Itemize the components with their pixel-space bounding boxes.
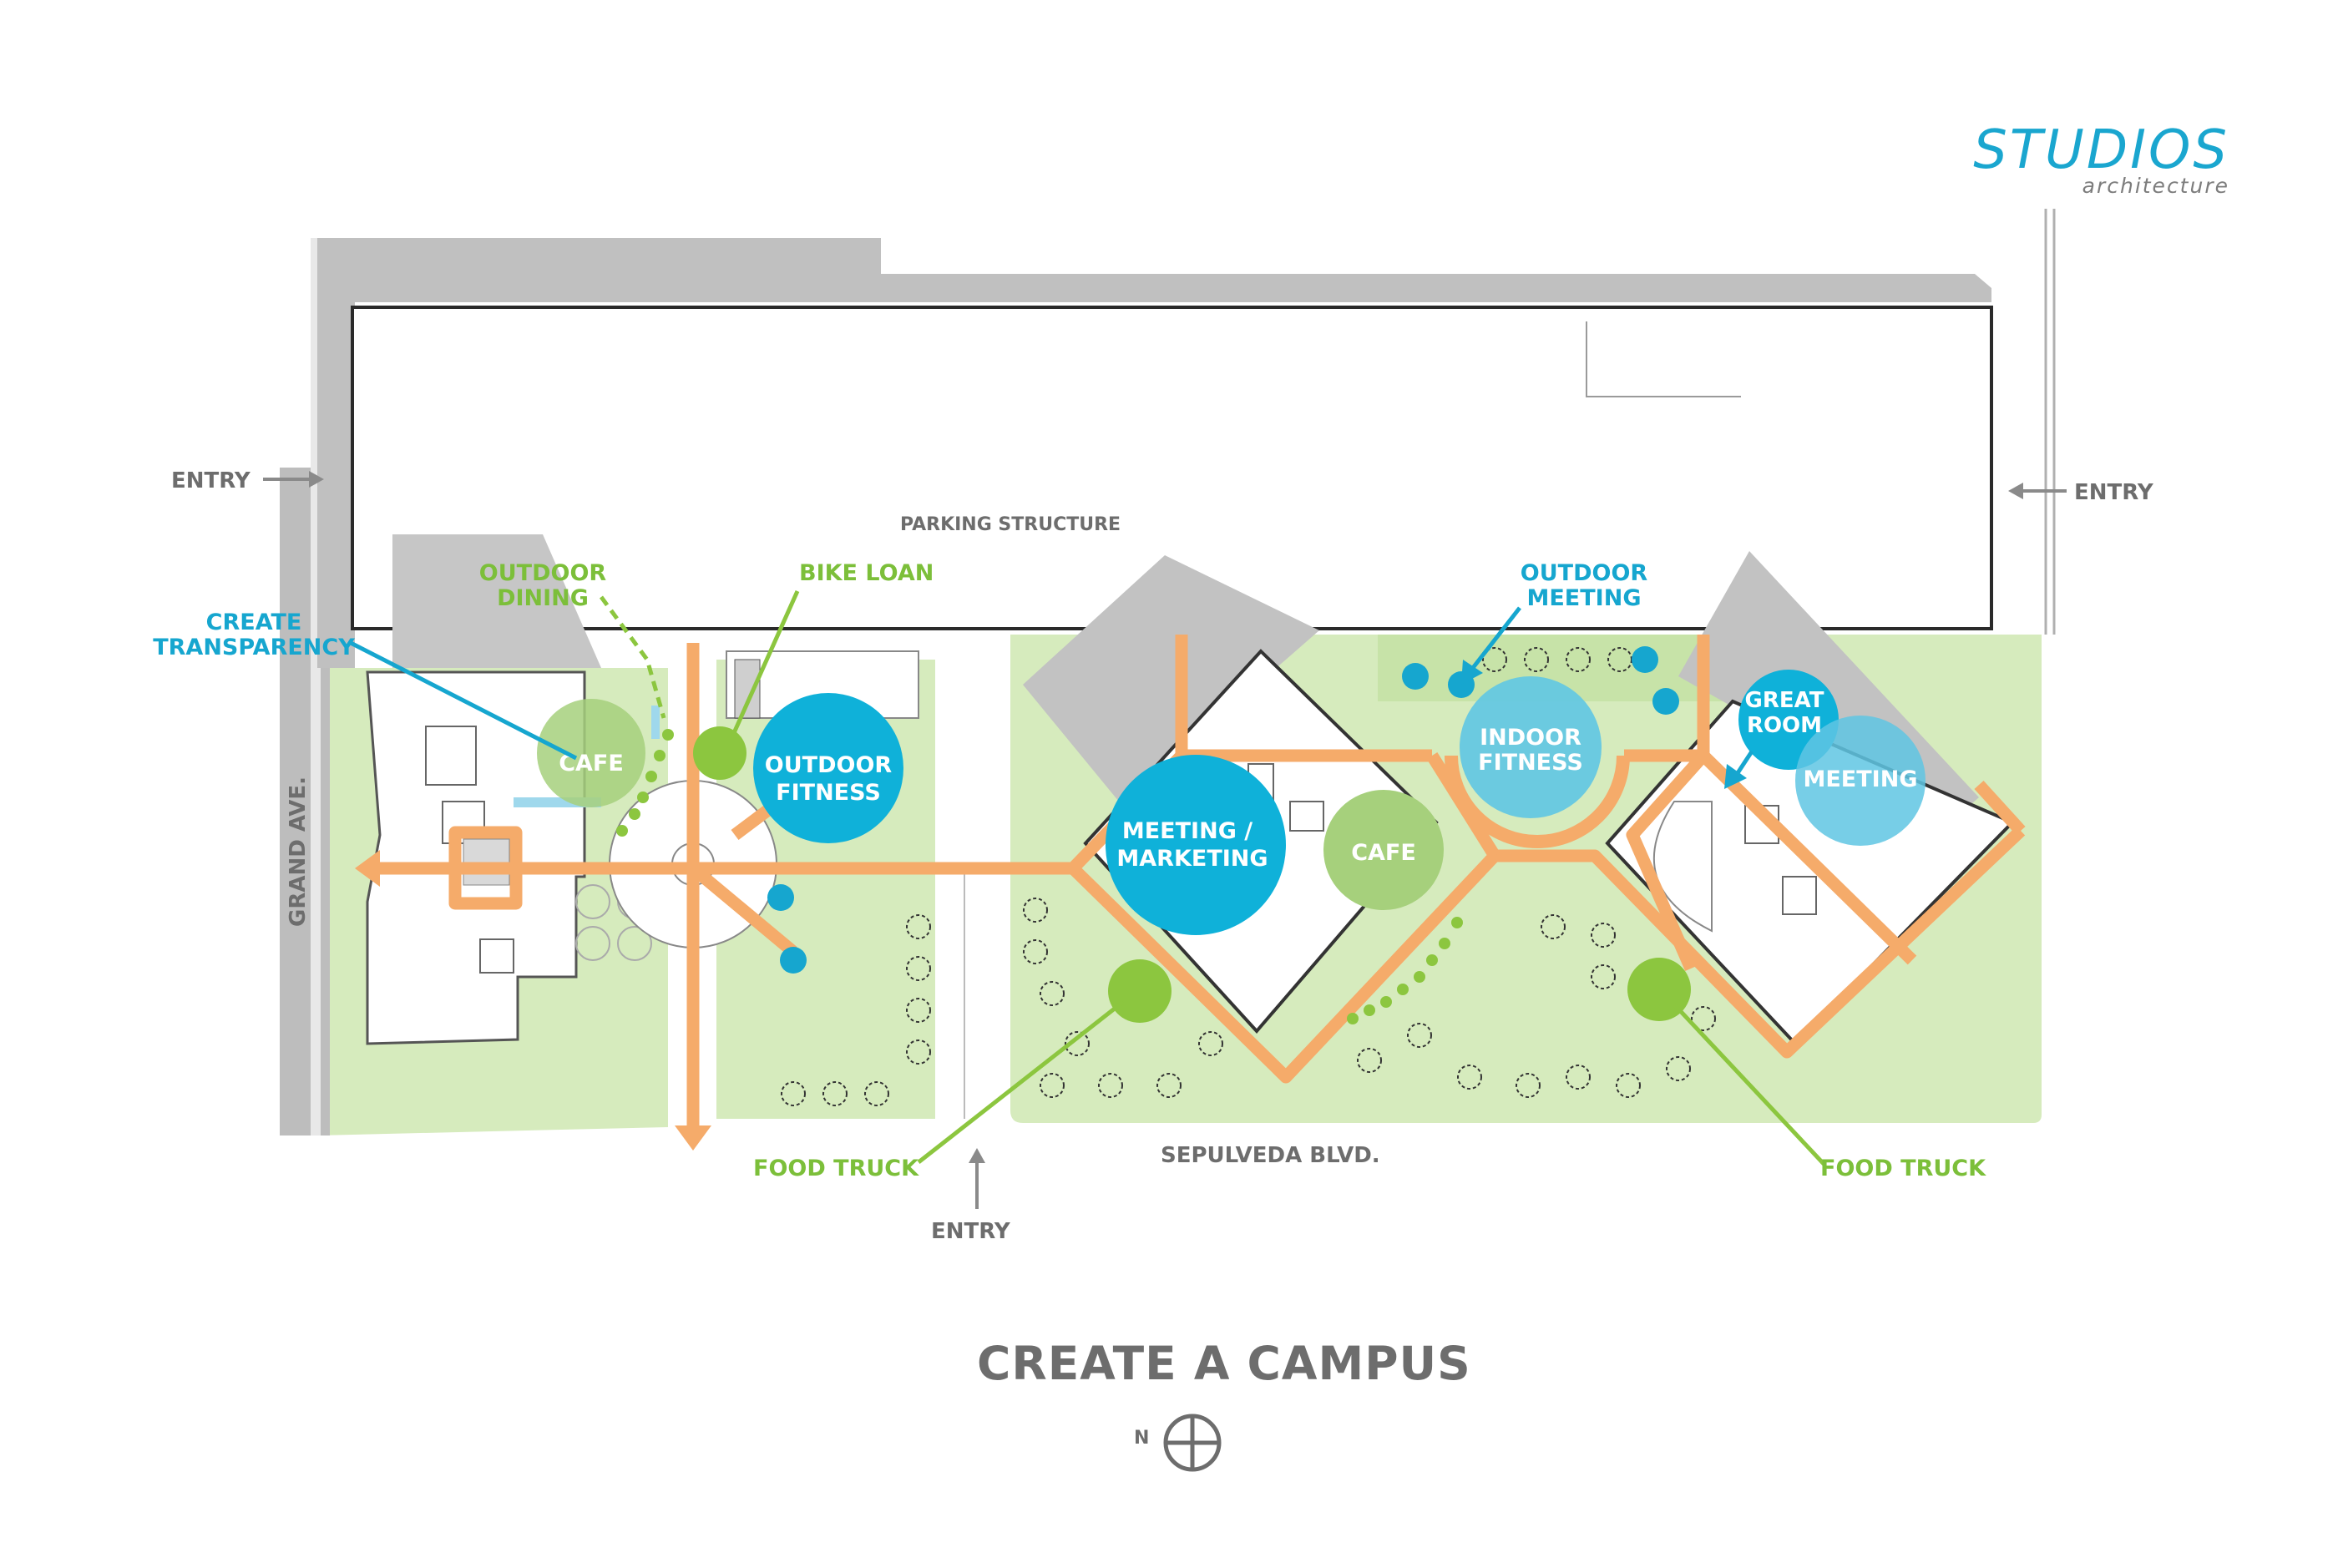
indoor-fitness-label-2: FITNESS xyxy=(1478,750,1583,776)
parking-structure-west-mass xyxy=(317,284,355,668)
pedestrian-paths xyxy=(372,635,2026,1131)
outdoor-meeting-arrowhead xyxy=(1461,660,1483,685)
tree-dots xyxy=(616,729,1463,1024)
food-truck-right-label: FOOD TRUCK xyxy=(1820,1156,1986,1181)
north-letter: N xyxy=(1134,1428,1150,1449)
indoor-fitness-zone xyxy=(1460,676,1602,818)
west-building-shadow xyxy=(392,534,601,668)
outdoor-fitness-label-2: FITNESS xyxy=(776,780,881,806)
outdoor-meeting-dots xyxy=(767,646,1679,974)
north-arrow-icon xyxy=(1163,1414,1222,1472)
palm-trees xyxy=(781,647,1716,1106)
central-drive xyxy=(935,635,1010,1127)
sepulveda-label: SEPULVEDA BLVD. xyxy=(1161,1143,1380,1168)
bike-loan-zone xyxy=(693,726,746,780)
great-room-arrowhead xyxy=(1724,764,1747,789)
grand-ave-label: GRAND AVE. xyxy=(286,776,311,927)
create-transparency-label-2: TRANSPARENCY xyxy=(153,635,355,660)
create-transparency-label-1: CREATE xyxy=(206,609,302,635)
leader-lines xyxy=(349,589,1826,1166)
center-building-shadow xyxy=(1023,555,1319,802)
entry-east-label: ENTRY xyxy=(2074,480,2154,505)
cafe-west-zone xyxy=(537,699,645,807)
food-truck-left-label: FOOD TRUCK xyxy=(753,1156,919,1181)
outdoor-dining-label-1: OUTDOOR xyxy=(479,560,607,586)
parking-inner-notch xyxy=(1586,321,1741,397)
meeting-east-label: MEETING xyxy=(1804,766,1918,792)
transparency-glazing-2 xyxy=(651,706,660,739)
entry-east-arrowhead xyxy=(2008,483,2023,499)
entry-south-label: ENTRY xyxy=(931,1219,1011,1244)
meeting-marketing-label-2: MARKETING xyxy=(1116,846,1268,872)
bike-rack xyxy=(734,659,761,719)
cafe-center-label: CAFE xyxy=(1351,840,1416,866)
meeting-marketing-zone xyxy=(1106,755,1286,935)
parking-structure-mass xyxy=(317,238,1991,302)
page-title: CREATE A CAMPUS xyxy=(977,1337,1471,1390)
outdoor-meeting-label-1: OUTDOOR xyxy=(1521,560,1648,586)
studios-logo: STUDIOS architecture xyxy=(1954,124,2229,207)
bike-shelter xyxy=(726,650,919,719)
food-truck-left-zone xyxy=(1108,959,1172,1023)
outdoor-meeting-label-2: MEETING xyxy=(1527,585,1642,611)
entry-west-arrowhead xyxy=(309,471,324,488)
meeting-marketing-label-1: MEETING / xyxy=(1122,818,1252,844)
entry-west-label: ENTRY xyxy=(171,468,251,493)
path-arrow-west xyxy=(355,850,380,887)
meeting-east-zone xyxy=(1795,716,1926,846)
entry-south-arrowhead xyxy=(969,1148,985,1163)
great-room-label-1: GREAT xyxy=(1745,688,1824,713)
path-arrow-south xyxy=(675,1125,711,1151)
brand-subtitle: architecture xyxy=(2082,174,2229,198)
entry-arrows xyxy=(263,478,2067,1209)
brand-name: STUDIOS xyxy=(1973,119,2229,181)
cafe-center-zone xyxy=(1323,790,1444,910)
outdoor-fitness-label-1: OUTDOOR xyxy=(765,752,893,778)
bike-loan-label: BIKE LOAN xyxy=(799,560,934,586)
parking-structure-label: PARKING STRUCTURE xyxy=(900,514,1121,535)
outdoor-dining-label-2: DINING xyxy=(497,585,589,611)
outdoor-fitness-zone xyxy=(753,693,903,843)
indoor-fitness-label-1: INDOOR xyxy=(1480,725,1581,751)
great-room-label-2: ROOM xyxy=(1747,713,1822,738)
